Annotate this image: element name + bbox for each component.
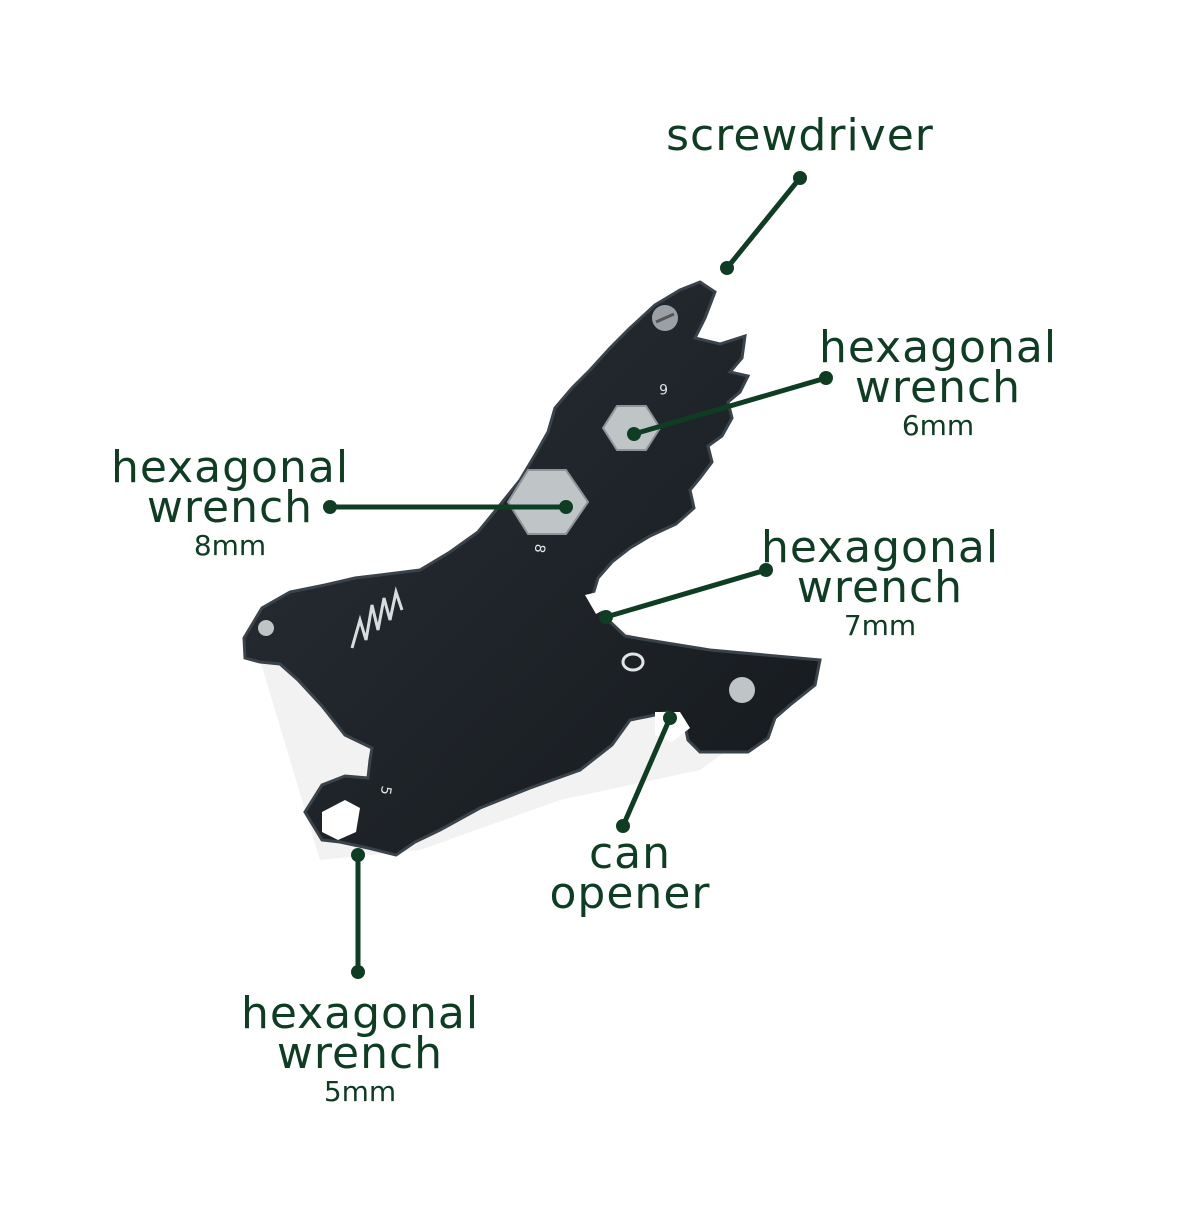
callout-hex-7mm	[599, 563, 773, 624]
callout-hex-8mm	[323, 500, 573, 514]
multitool-body	[242, 280, 822, 857]
engraving-o	[621, 652, 645, 672]
engraving-8: 8	[531, 543, 548, 555]
engraving-6: 6	[659, 380, 668, 396]
lanyard-hole-head	[258, 620, 274, 636]
callout-screwdriver	[720, 171, 807, 275]
label-hex-7mm: hexagonal wrench 7mm	[760, 522, 1000, 642]
engraving-5: 5	[377, 785, 394, 797]
wrench-7mm-notch	[585, 590, 612, 614]
label-screwdriver: screwdriver	[666, 110, 934, 161]
callout-can-opener	[616, 711, 677, 833]
label-can-opener: can opener	[549, 828, 711, 919]
wrench-5mm-jaw	[322, 800, 360, 840]
callout-hex-5mm	[351, 848, 365, 979]
label-hex-6mm: hexagonal wrench 6mm	[818, 322, 1058, 442]
label-hex-8mm: hexagonal wrench 8mm	[110, 442, 350, 562]
tail-hole	[729, 677, 755, 703]
label-hex-5mm: hexagonal wrench 5mm	[240, 988, 480, 1108]
callout-hex-6mm	[627, 371, 833, 441]
zigzag-engraving	[350, 586, 404, 649]
hex-hole-8mm	[506, 469, 590, 535]
